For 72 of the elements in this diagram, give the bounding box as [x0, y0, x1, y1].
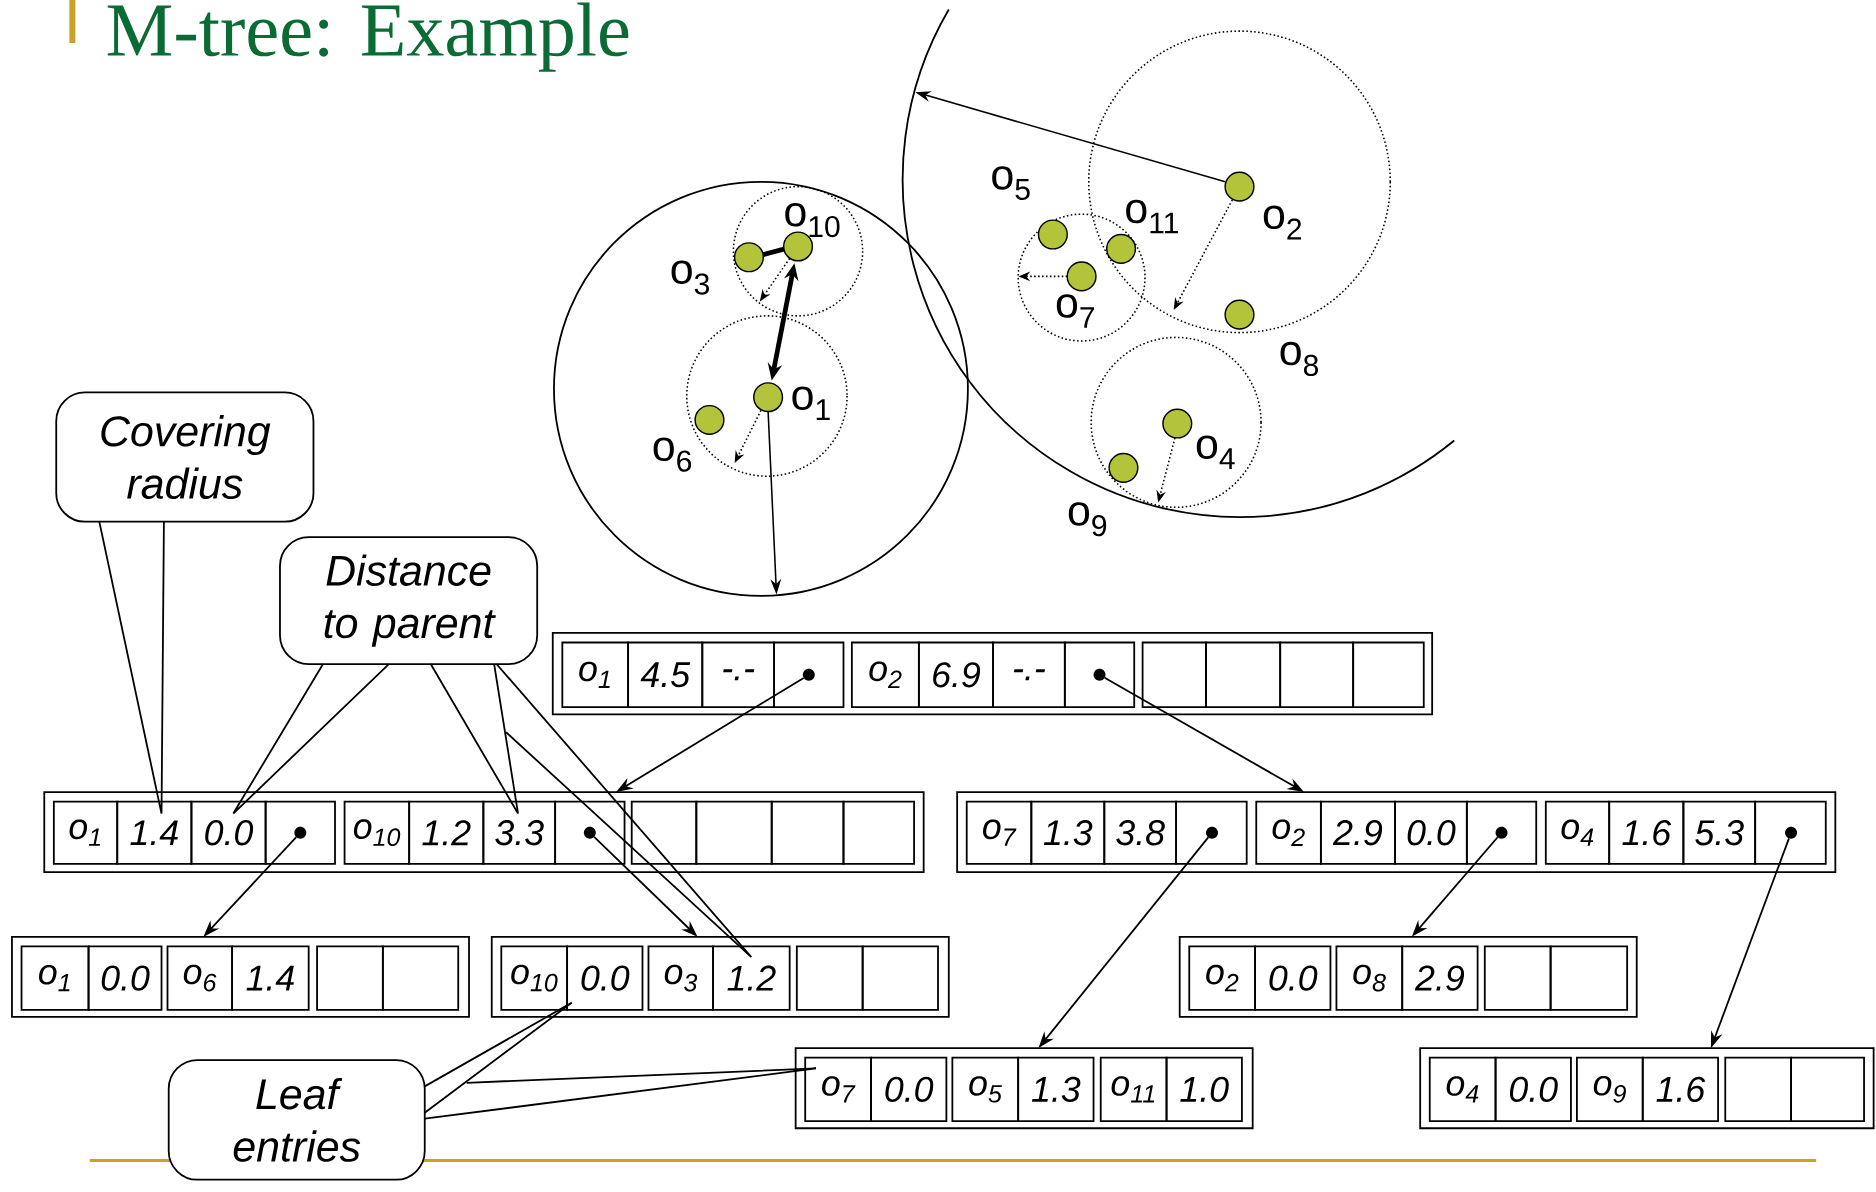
point-label: o$_{6}$: [653, 437, 692, 472]
title: M-tree: Example: [107, 2, 629, 72]
table-cell: 1.2: [408, 800, 485, 865]
table-cell: o$_{10}$: [500, 945, 568, 1011]
table-cell: 0.0: [87, 945, 163, 1011]
table-cell: o$_{1}$: [20, 945, 90, 1011]
table-cell: 1.3: [1030, 800, 1106, 865]
table-cell: 3.3: [482, 800, 557, 865]
tree-node-box: [43, 791, 925, 874]
leader-line: [423, 1067, 817, 1120]
point-label: o$_{10}$: [785, 203, 840, 238]
tree-node-box: [1419, 1047, 1875, 1130]
table-cell: o$_{6}$: [166, 945, 233, 1011]
point-label: o$_{2}$: [1263, 205, 1302, 240]
table-cell: -.-: [992, 641, 1066, 709]
table-cell: 1.4: [231, 945, 310, 1011]
speech-bubble: Leaf entries: [167, 1059, 426, 1181]
leader-line: [98, 520, 165, 815]
tree-node-box: [551, 632, 1434, 716]
table-cell: o$_{2}$: [850, 641, 920, 709]
table-cell: o$_{11}$: [1099, 1056, 1168, 1123]
table-cell: o$_{7}$: [804, 1056, 872, 1123]
point-label: o$_{8}$: [1280, 342, 1318, 377]
table-cell: o$_{1}$: [561, 641, 630, 709]
table-cell: 4.5: [627, 641, 704, 709]
point-label: o$_{7}$: [1056, 294, 1095, 328]
table-cell: 0.0: [870, 1056, 948, 1123]
speech-bubble: Distance to parent: [279, 536, 539, 666]
tree-node-box: [1178, 936, 1638, 1019]
table-cell: 6.9: [917, 641, 994, 709]
table-cell: o$_{2}$: [1188, 945, 1256, 1011]
point-label: o$_{1}$: [792, 386, 830, 421]
table-cell: 1.4: [116, 800, 193, 865]
leader-line: [423, 1001, 573, 1114]
table-cell: o$_{4}$: [1428, 1056, 1497, 1123]
leader-line: [429, 663, 519, 815]
table-cell: 1.0: [1165, 1056, 1243, 1123]
table-cell: o$_{4}$: [1544, 800, 1611, 865]
table-cell: 1.3: [1017, 1056, 1095, 1123]
table-cell: 2.9: [1319, 800, 1396, 865]
leader-line: [232, 663, 390, 815]
tree-node-box: [11, 936, 470, 1019]
table-cell: o$_{9}$: [1576, 1056, 1644, 1123]
table-cell: o$_{3}$: [647, 945, 714, 1011]
point-label: o$_{9}$: [1068, 502, 1107, 537]
tree-node-box: [956, 791, 1837, 874]
point-label: o$_{4}$: [1196, 435, 1235, 470]
table-cell: 5.3: [1682, 800, 1757, 865]
table-cell: 0.0: [190, 800, 267, 865]
table-cell: -.-: [701, 641, 775, 709]
point-label: o$_{3}$: [671, 260, 709, 295]
tree-node-box: [794, 1047, 1254, 1130]
table-cell: 0.0: [1254, 945, 1332, 1011]
table-cell: 3.8: [1103, 800, 1177, 865]
table-cell: o$_{8}$: [1335, 945, 1404, 1011]
table-cell: 0.0: [1494, 1056, 1572, 1123]
table-cell: o$_{7}$: [965, 800, 1033, 865]
leader-line: [495, 663, 753, 959]
table-cell: 2.9: [1401, 945, 1479, 1011]
table-cell: 0.0: [1394, 800, 1468, 865]
point-label: o$_{11}$: [1126, 199, 1178, 234]
table-cell: 1.6: [1641, 1056, 1719, 1123]
table-cell: o$_{1}$: [52, 800, 119, 865]
tree-node-box: [490, 936, 950, 1019]
table-cell: 1.6: [1608, 800, 1685, 865]
table-cell: 0.0: [566, 945, 644, 1011]
table-cell: o$_{10}$: [343, 800, 411, 865]
table-cell: o$_{2}$: [1255, 800, 1322, 865]
point-label: o$_{5}$: [992, 166, 1030, 201]
table-cell: 1.2: [712, 945, 791, 1011]
speech-bubble: Covering radius: [55, 391, 315, 523]
table-cell: o$_{5}$: [951, 1056, 1020, 1123]
